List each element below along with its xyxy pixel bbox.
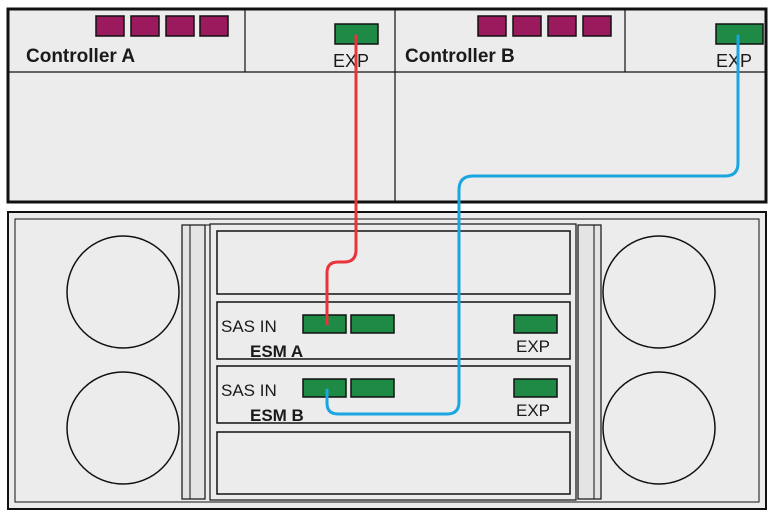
esm-a-label: ESM A <box>250 342 303 361</box>
cable-controller-b-to-esm-b <box>325 34 740 416</box>
drive-shelf: SAS IN ESM A EXP SAS IN ESM B EXP <box>7 211 767 510</box>
host-port <box>477 15 507 37</box>
fan-circle <box>66 371 180 485</box>
host-port <box>165 15 195 37</box>
esm-a-sas-port-2 <box>350 314 395 334</box>
esm-b-sas-in-port <box>302 378 347 398</box>
esm-b-sas-in-label: SAS IN <box>221 381 277 400</box>
right-fan-panel <box>577 224 716 500</box>
esm-a-sas-in-port <box>302 314 347 334</box>
controller-a-label: Controller A <box>26 46 135 67</box>
esm-a-sas-in-label: SAS IN <box>221 317 277 336</box>
host-port <box>95 15 125 37</box>
controller-shelf: Controller A EXP Controller B EXP <box>6 7 768 204</box>
right-handle <box>577 224 602 500</box>
controller-shelf-frame <box>6 7 768 204</box>
host-port <box>547 15 577 37</box>
host-port <box>512 15 542 37</box>
controller-a-exp-label: EXP <box>333 51 369 71</box>
cable-controller-a-to-esm-a <box>325 34 358 326</box>
top-blank-slot <box>216 230 571 295</box>
left-handle <box>181 224 206 500</box>
esm-b: SAS IN ESM B EXP <box>216 365 571 425</box>
host-port <box>130 15 160 37</box>
host-port <box>199 15 229 37</box>
controller-a-host-ports <box>95 15 229 37</box>
esm-b-exp-label: EXP <box>516 401 550 420</box>
esm-b-exp-port <box>513 378 558 398</box>
fan-circle <box>66 235 180 349</box>
esm-b-sas-port-2 <box>350 378 395 398</box>
drive-shelf-inner-frame <box>14 218 760 503</box>
esm-a-exp-port <box>513 314 558 334</box>
fan-circle <box>602 235 716 349</box>
esm-b-label: ESM B <box>250 406 304 425</box>
bottom-blank-slot <box>216 431 571 495</box>
controller-b-host-ports <box>477 15 612 37</box>
controller-b-label: Controller B <box>405 46 515 67</box>
fan-circle <box>602 371 716 485</box>
controller-b-exp-label: EXP <box>716 51 752 71</box>
left-fan-panel <box>66 224 210 500</box>
esm-a: SAS IN ESM A EXP <box>216 301 571 361</box>
esm-a-exp-label: EXP <box>516 337 550 356</box>
host-port <box>582 15 612 37</box>
